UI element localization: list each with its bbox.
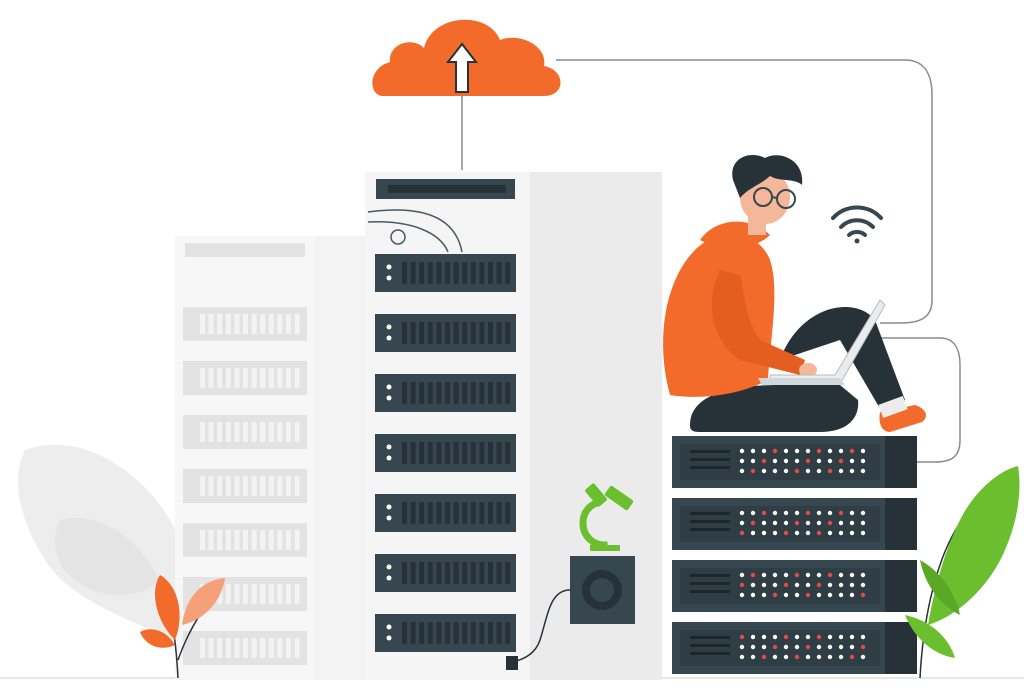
server-unit [375, 614, 516, 652]
orange-plant [140, 575, 225, 679]
server-unit [375, 374, 516, 412]
server-unit [375, 254, 516, 292]
person-with-laptop [663, 154, 926, 432]
background-leaves [17, 444, 190, 640]
faded-server-unit [183, 307, 307, 341]
server-unit [375, 554, 516, 592]
server-unit [375, 314, 516, 352]
faded-server-unit [183, 631, 307, 665]
stacked-server-unit [672, 560, 917, 612]
server-unit [375, 494, 516, 532]
faded-server-unit [183, 523, 307, 557]
cloud-upload-icon [372, 19, 561, 170]
faded-server-unit [183, 415, 307, 449]
server-unit [375, 434, 516, 472]
side-cable [880, 337, 961, 463]
stacked-server-unit [672, 436, 917, 488]
cloud-cable [556, 59, 933, 324]
faded-server-unit [183, 469, 307, 503]
microscope-icon [506, 483, 635, 670]
green-plant [905, 466, 1020, 679]
faded-server-unit [183, 361, 307, 395]
stacked-server-unit [672, 622, 917, 674]
wifi-icon [831, 205, 883, 244]
stacked-server-unit [672, 498, 917, 550]
stacked-servers [672, 436, 917, 674]
